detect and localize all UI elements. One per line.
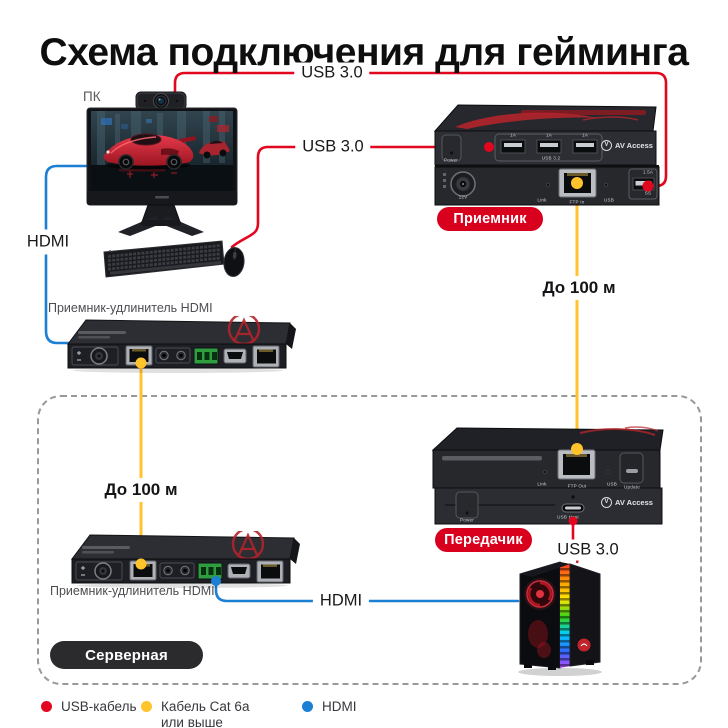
receiver-usb-amp-label: 1A (509, 132, 517, 138)
cat-connector-dot (135, 357, 147, 369)
transmitter-ftp-out-label: FTP Out (567, 483, 587, 489)
terminal-block-icon (193, 347, 219, 365)
distance-label-left: До 100 м (96, 478, 186, 502)
server-room-badge: Серверная (50, 641, 203, 669)
av-access-brand-text: AV Access (615, 498, 653, 507)
audio-jacks-icon (155, 347, 191, 364)
extender-top-label: Приемник-удлинитель HDMI (48, 301, 213, 315)
av-access-logo-icon: V (601, 497, 612, 508)
hdmi-extender-device (67, 316, 296, 373)
legend-item-usb: USB-кабель (41, 699, 137, 715)
receiver-power-label: Power (443, 157, 459, 163)
hdmi-label-bottom: HDMI (312, 590, 370, 612)
receiver-dc-label: 12V (458, 194, 468, 200)
transmitter-device (431, 426, 664, 525)
transmitter-badge: Передачик (435, 528, 532, 552)
cat-cable-lines (139, 180, 579, 568)
rj45-port-icon (557, 449, 596, 480)
usb-connector-dot (484, 142, 494, 152)
usb-c-port-icon (561, 503, 585, 513)
monitor-stand (118, 204, 204, 236)
receiver-ss-label: SS (644, 190, 652, 196)
transmitter-update-label: Update (623, 484, 641, 490)
hdmi-port-icon (223, 348, 247, 364)
transmitter-power-label: Power (459, 517, 475, 523)
distance-label-right: До 100 м (534, 276, 624, 300)
av-access-logo: V AV Access (601, 140, 653, 151)
cat-connector-dot (571, 177, 583, 189)
hdmi-cable-extender-to-tower (214, 578, 520, 603)
usb-ports-icon (500, 139, 598, 154)
usb-label-bottom: USB 3.0 (550, 539, 626, 561)
legend-item-hdmi: HDMI (302, 699, 357, 715)
extender-bottom-label: Приемник-удлинитель HDMI (50, 584, 215, 598)
transmitter-usb-label: USB (606, 481, 618, 487)
usb-cable-webcam-to-receiver (173, 71, 668, 188)
update-port-icon (619, 452, 644, 484)
dc-jack-icon (75, 561, 123, 581)
red-car-art (103, 133, 230, 170)
power-button-icon (455, 491, 479, 519)
receiver-link-label: Link (537, 197, 547, 203)
legend-label-hdmi: HDMI (322, 699, 357, 714)
receiver-usb-amp-label: 1A (545, 132, 553, 138)
dc-jack-icon (443, 171, 476, 197)
receiver-usb-amp-label: 1A (581, 132, 589, 138)
rj45-port-icon (252, 345, 280, 368)
receiver-badge: Приемник (437, 207, 543, 231)
receiver-usb-caption: USB 3.2 (541, 155, 561, 161)
transmitter-usb-host-label: USB Host (557, 514, 579, 520)
usb-connector-dot (642, 180, 654, 192)
hdmi-legend-dot-icon (302, 701, 313, 712)
pc-label: ПК (83, 89, 101, 104)
cat-legend-dot-icon (141, 701, 152, 712)
usb-cable-mouse-to-receiver (230, 145, 488, 249)
dc-jack-icon (71, 346, 119, 366)
red-fan-icon (524, 578, 556, 610)
monitor (86, 107, 238, 236)
cat-connector-dot (135, 558, 147, 570)
hdmi-extender-device (71, 531, 300, 588)
usb-legend-dot-icon (41, 701, 52, 712)
transmitter-link-label: Link (537, 481, 547, 487)
mouse-icon (223, 247, 245, 277)
hdmi-connector-dot (211, 576, 221, 586)
av-access-logo: V AV Access (601, 497, 653, 508)
legend-label-cat: Кабель Cat 6a или выше (161, 699, 250, 728)
gaming-pc-tower (518, 551, 602, 676)
receiver-usb-label: USB (603, 197, 615, 203)
monitor-screen-game-scene (91, 111, 233, 191)
rj45-port-icon (256, 560, 284, 583)
usb-label-top: USB 3.0 (294, 62, 370, 84)
usb-label-middle: USB 3.0 (295, 136, 371, 158)
av-access-brand-text: AV Access (615, 141, 653, 150)
hdmi-label-left: HDMI (21, 229, 75, 255)
audio-jacks-icon (159, 562, 195, 579)
av-access-logo-icon: V (601, 140, 612, 151)
legend-label-usb: USB-кабель (61, 699, 137, 714)
keyboard-icon (103, 240, 225, 278)
receiver-usb2-amp-label: 1.5A (642, 169, 654, 175)
server-room-zone (37, 395, 702, 685)
hdmi-port-icon (227, 563, 251, 579)
terminal-block-icon (197, 562, 223, 580)
usb-connector-dot (568, 516, 578, 526)
msi-logo-icon (577, 638, 591, 652)
legend-item-cat: Кабель Cat 6a или выше (141, 699, 273, 728)
receiver-ftp-in-label: FTP In (569, 199, 585, 205)
cat-connector-dot (571, 443, 583, 455)
